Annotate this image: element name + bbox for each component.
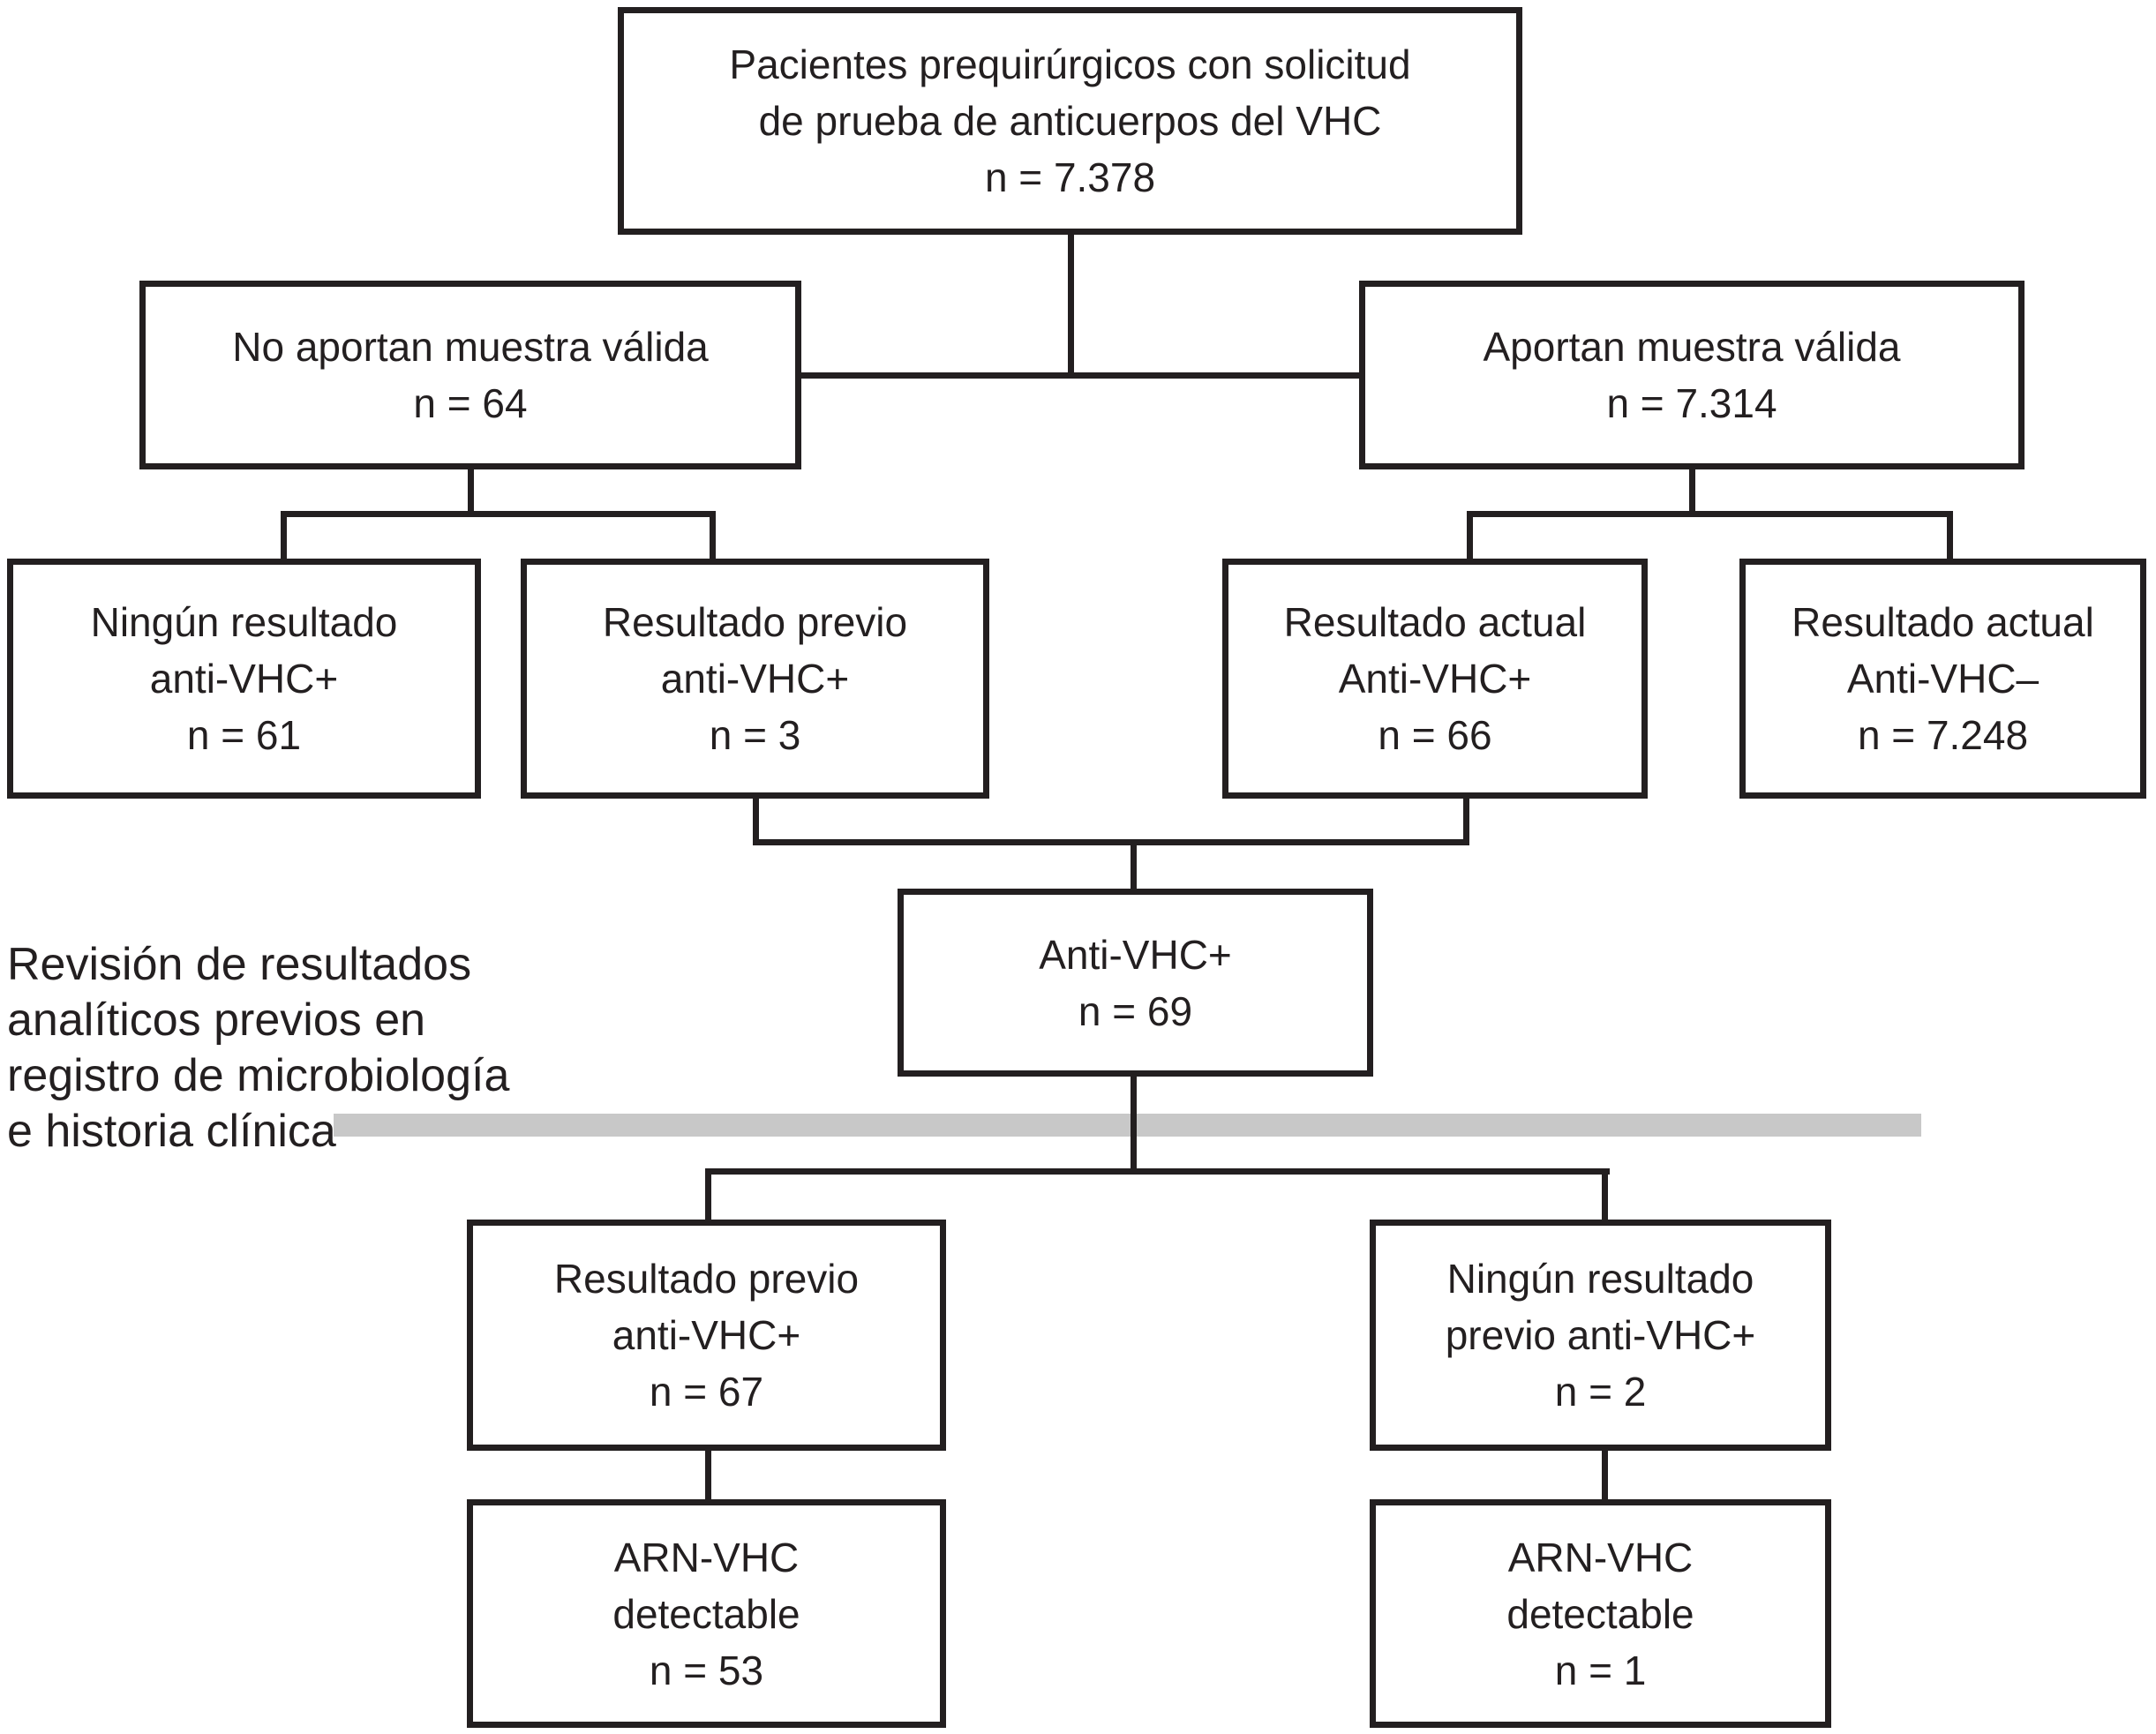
- connector-line: [1602, 1168, 1608, 1220]
- node-text-line: n = 7.248: [1857, 712, 2029, 758]
- connector-line: [1068, 235, 1074, 379]
- node-text-line: Resultado previo: [602, 599, 908, 645]
- node-text-line: previo anti-VHC+: [1445, 1312, 1756, 1358]
- node-no-previous-positive-2: Ningún resultado previo anti-VHC+ n = 2: [1370, 1220, 1831, 1451]
- review-note-line: registro de microbiología: [7, 1050, 510, 1101]
- divider-bar: [334, 1114, 1921, 1137]
- connector-line: [281, 511, 716, 517]
- node-text-line: n = 66: [1378, 712, 1492, 758]
- connector-line: [705, 1168, 711, 1220]
- connector-line: [1131, 1075, 1137, 1175]
- node-text-line: Anti-VHC+: [1039, 931, 1232, 978]
- node-text-line: Pacientes prequirúrgicos con solicitud: [729, 41, 1411, 87]
- connector-line: [1689, 468, 1695, 517]
- node-text-line: Anti-VHC+: [1338, 656, 1532, 702]
- node-text-line: anti-VHC+: [612, 1312, 801, 1358]
- node-text-line: Ningún resultado: [90, 599, 398, 645]
- node-text-line: n = 64: [413, 380, 528, 426]
- connector-line: [753, 797, 759, 845]
- node-text-line: de prueba de anticuerpos del VHC: [758, 98, 1382, 144]
- review-note-line: Revisión de resultados: [7, 939, 472, 990]
- review-note: Revisión de resultados analíticos previo…: [7, 937, 607, 1160]
- node-text-line: n = 7.314: [1606, 380, 1777, 426]
- connector-line: [801, 372, 1363, 379]
- connector-line: [1947, 511, 1953, 559]
- node-text-line: anti-VHC+: [149, 656, 339, 702]
- node-current-result-negative: Resultado actual Anti-VHC– n = 7.248: [1739, 559, 2146, 799]
- node-no-result-anti-vhc: Ningún resultado anti-VHC+ n = 61: [7, 559, 481, 799]
- node-text-line: Resultado previo: [553, 1256, 860, 1302]
- node-text-line: detectable: [1506, 1590, 1694, 1637]
- connector-line: [710, 511, 716, 559]
- connector-line: [1131, 839, 1137, 889]
- node-previous-result-positive: Resultado previo anti-VHC+ n = 3: [521, 559, 989, 799]
- node-text-line: Anti-VHC–: [1846, 656, 2040, 702]
- connector-line: [1463, 797, 1469, 845]
- node-text-line: detectable: [612, 1590, 800, 1637]
- review-note-line: analíticos previos en: [7, 995, 426, 1046]
- node-previous-positive-67: Resultado previo anti-VHC+ n = 67: [467, 1220, 946, 1451]
- node-text-line: anti-VHC+: [660, 656, 850, 702]
- node-rna-detectable-53: ARN-VHC detectable n = 53: [467, 1499, 946, 1728]
- node-text-line: ARN-VHC: [1507, 1534, 1694, 1580]
- connector-line: [1467, 511, 1952, 517]
- node-current-result-positive: Resultado actual Anti-VHC+ n = 66: [1222, 559, 1648, 799]
- connector-line: [1467, 511, 1473, 559]
- node-text-line: Resultado actual: [1283, 599, 1587, 645]
- connector-line: [705, 1168, 1610, 1175]
- node-text-line: Aportan muestra válida: [1483, 324, 1901, 370]
- node-text-line: n = 67: [649, 1369, 764, 1415]
- node-anti-vhc-positive: Anti-VHC+ n = 69: [898, 889, 1373, 1077]
- connector-line: [468, 468, 474, 517]
- node-text-line: No aportan muestra válida: [232, 324, 709, 370]
- node-text-line: n = 69: [1078, 987, 1193, 1034]
- node-text-line: Resultado actual: [1792, 599, 2094, 645]
- review-note-line: e historia clínica: [7, 1106, 336, 1157]
- node-text-line: n = 2: [1554, 1369, 1647, 1415]
- connector-line: [281, 511, 287, 559]
- node-text-line: n = 61: [186, 712, 302, 758]
- node-text-line: n = 1: [1554, 1647, 1647, 1693]
- node-text-line: n = 7.378: [984, 154, 1156, 200]
- connector-line: [705, 1449, 711, 1499]
- node-valid-sample: Aportan muestra válida n = 7.314: [1359, 281, 2025, 469]
- connector-line: [1602, 1449, 1608, 1499]
- node-no-valid-sample: No aportan muestra válida n = 64: [139, 281, 801, 469]
- node-text-line: Ningún resultado: [1446, 1256, 1754, 1302]
- connector-line: [753, 839, 1469, 845]
- node-rna-detectable-1: ARN-VHC detectable n = 1: [1370, 1499, 1831, 1728]
- node-text-line: ARN-VHC: [613, 1534, 800, 1580]
- node-text-line: n = 53: [649, 1647, 764, 1693]
- node-text-line: n = 3: [709, 712, 801, 758]
- node-patients-total: Pacientes prequirúrgicos con solicitud d…: [618, 7, 1522, 235]
